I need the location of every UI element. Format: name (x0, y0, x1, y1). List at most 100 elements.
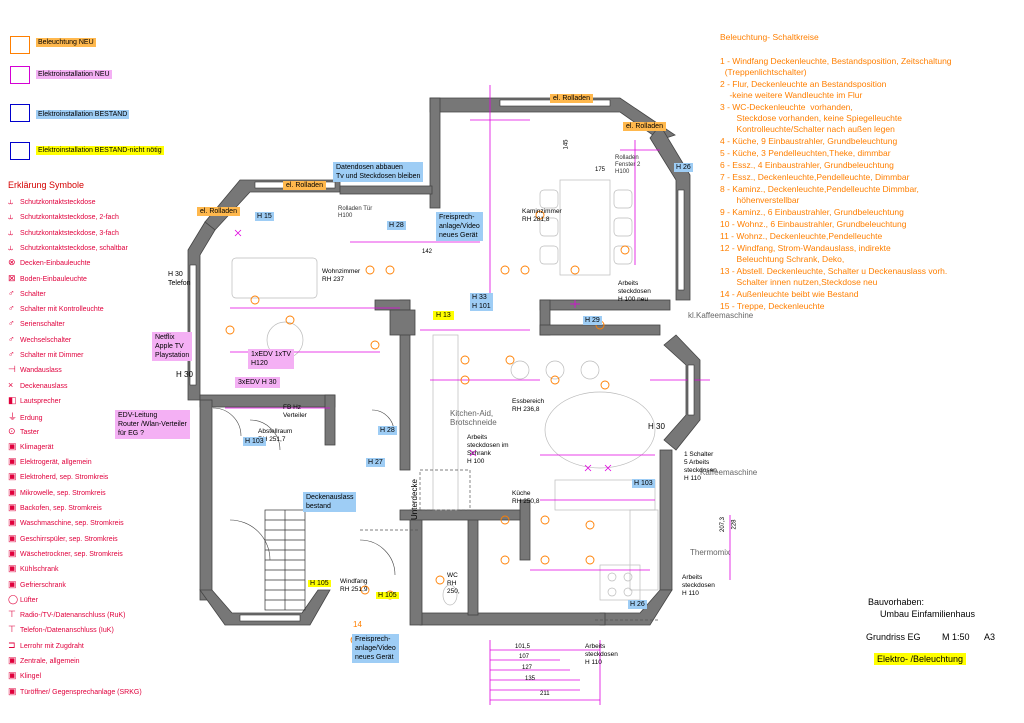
height-badge: H 33 H 101 (470, 293, 493, 311)
symbol-row: ▣Klimagerät (8, 441, 53, 452)
symbol-icon: ♂ (8, 287, 15, 298)
symbol-icon: ⊤ (8, 609, 16, 620)
label-el-rolladen: el. Rolladen (623, 122, 666, 131)
symbol-row: ▣Backofen, sep. Stromkreis (8, 502, 102, 513)
height-badge: H 28 (378, 426, 397, 435)
room-kueche: Küche RH 250,8 (512, 490, 540, 505)
dimension-label: 101,5 (515, 644, 531, 650)
circuit-item: 5 - Küche, 3 Pendelleuchten,Theke, dimmb… (720, 148, 891, 158)
circuit-item: 11 - Wohnz., Deckenleuchte,Pendelleuchte (720, 231, 883, 241)
label-kitchen-aid: Kitchen-Aid, Brotschneide (450, 409, 497, 427)
symbol-label: Wandauslass (20, 367, 62, 375)
wall-flur-left (374, 299, 411, 311)
dimension-label: 211 (540, 691, 550, 697)
label-arbeitssteckdosen-neu: Arbeits steckdosen H 100 neu (618, 280, 651, 303)
kitchen-counter-right (629, 509, 659, 591)
room-wc: WC RH 250, (447, 572, 460, 595)
wall-windfang-right (409, 509, 423, 626)
symbol-row: ⊤Radio-/TV-/Datenanschluss (RuK) (8, 609, 125, 620)
wall-chimney (389, 309, 416, 336)
symbol-icon: ▣ (8, 440, 17, 451)
symbol-label: Wechselschalter (20, 336, 72, 344)
symbol-icon: ⥿ (8, 211, 14, 222)
symbol-icon: ▣ (8, 532, 17, 543)
note-edv-h30: 3xEDV H 30 (235, 377, 280, 388)
symbol-row: ▣Zentrale, allgemein (8, 655, 80, 666)
walls (187, 97, 701, 626)
symbol-row: ▣Wäschetrockner, sep. Stromkreis (8, 548, 123, 559)
note-edv-tv: 1xEDV 1xTV H120 (248, 349, 295, 369)
symbol-icon: ⊠ (8, 272, 16, 283)
note-deckenauslass: Deckenauslass bestand (303, 492, 357, 512)
symbol-icon: ⥿ (8, 241, 14, 252)
dashed-runs (360, 469, 660, 621)
symbol-row: ♂Wechselschalter (8, 334, 71, 344)
legend-label: Elektroinstallation BESTAND-nicht nötig (36, 146, 164, 155)
symbol-row: ⊗Decken-Einbauleuchte (8, 257, 90, 268)
furniture (231, 179, 659, 606)
wall-bottom (419, 612, 606, 626)
symbol-row: ▣Elektroherd, sep. Stromkreis (8, 471, 108, 482)
label-kaffeemaschine: Kaffeemaschine (700, 468, 758, 477)
symbol-row: ⊠Boden-Einbauleuchte (8, 273, 87, 284)
symbol-row: ▣Geschirrspüler, sep. Stromkreis (8, 533, 118, 544)
symbol-row: ▣Elektrogerät, allgemein (8, 456, 92, 467)
symbol-label: Lautsprecher (20, 397, 61, 405)
symbol-label: Geschirrspüler, sep. Stromkreis (20, 535, 118, 543)
note-edv-leitung: EDV-Leitung Router /Wlan-Verteiler für E… (115, 410, 190, 439)
symbol-icon: ⥿ (8, 196, 14, 206)
circuit-item: 6 - Essz., 4 Einbaustrahler, Grundbeleuc… (720, 160, 894, 170)
dimension-label: 228 (731, 519, 738, 530)
symbol-label: Türöffner/ Gegensprechanlage (SRKG) (20, 688, 142, 696)
dimension-label: 207,3 (720, 516, 727, 533)
height-badge: H 15 (255, 212, 274, 221)
height-label: H 30 (176, 370, 193, 379)
room-fb-verteiler: FB Hz Verteiler (283, 404, 307, 419)
symbol-label: Elektroherd, sep. Stromkreis (20, 474, 109, 482)
symbol-icon: ◧ (8, 394, 17, 405)
symbol-row: ⥿Schutzkontaktsteckdose, 2-fach (8, 211, 119, 222)
plan-scale: M 1:50 (942, 632, 970, 642)
height-badge: H 28 (387, 221, 406, 230)
plan-subject: Elektro- /Beleuchtung (874, 653, 967, 665)
symbol-row: ♂Schalter mit Dimmer (8, 349, 83, 359)
legend-key-bestand-nicht-noetig (10, 142, 30, 160)
symbol-icon: ⏚ (8, 412, 18, 423)
wall-wc-left (467, 514, 479, 616)
symbol-label: Wäschetrockner, sep. Stromkreis (20, 550, 123, 558)
symbol-label: Schalter mit Kontrolleuchte (20, 306, 104, 314)
symbol-row: ♂Serienschalter (8, 318, 65, 328)
legend-key-elektro-neu (10, 66, 30, 84)
circuit-item: 9 - Kaminz., 6 Einbaustrahler, Grundbele… (720, 207, 904, 217)
light-fixtures (225, 210, 630, 645)
legend-label: Beleuchtung NEU (36, 38, 96, 47)
legend-key-beleuchtung-neu (10, 36, 30, 54)
plan-name: Grundriss EG (866, 632, 921, 642)
dimension-label: 145 (563, 139, 570, 150)
symbol-label: Erdung (20, 415, 43, 423)
height-badge: H 103 (243, 437, 266, 446)
symbol-row: ♂Schalter mit Kontrolleuchte (8, 303, 104, 313)
wall-wohn-top-mid (339, 185, 433, 195)
circuit-item: 15 - Treppe, Deckenleuchte (720, 301, 825, 311)
symbol-label: Kühlschrank (20, 566, 59, 574)
wiring (225, 85, 731, 705)
symbol-row: ◯Lüfter (8, 594, 38, 605)
wall-essbereich-bay (663, 334, 701, 451)
symbol-label: Taster (20, 428, 40, 436)
symbol-label: Gefrierschrank (20, 581, 66, 589)
symbol-label: Decken-Einbauleuchte (20, 260, 91, 268)
dimension-label: 175 (595, 167, 606, 173)
wall-kitchen-left (519, 499, 531, 561)
symbol-row: ⥿Schutzkontaktsteckdose (8, 196, 96, 207)
kitchen-island (544, 391, 656, 469)
label-rolladen-fenster: Rolladen Fenster 2 H100 (615, 155, 641, 175)
label-schalter-arbeitssteckdosen: 1 Schalter 5 Arbeits steckdosen H 110 (684, 451, 717, 482)
wall-abstell-right (324, 394, 336, 446)
paper-size: A3 (984, 632, 996, 642)
symbol-label: Schalter mit Dimmer (20, 352, 84, 359)
label-telefon: H 30 Telefon (168, 271, 191, 287)
height-badge: H 105 (376, 592, 399, 599)
symbol-label: Elektrogerät, allgemein (20, 459, 92, 467)
